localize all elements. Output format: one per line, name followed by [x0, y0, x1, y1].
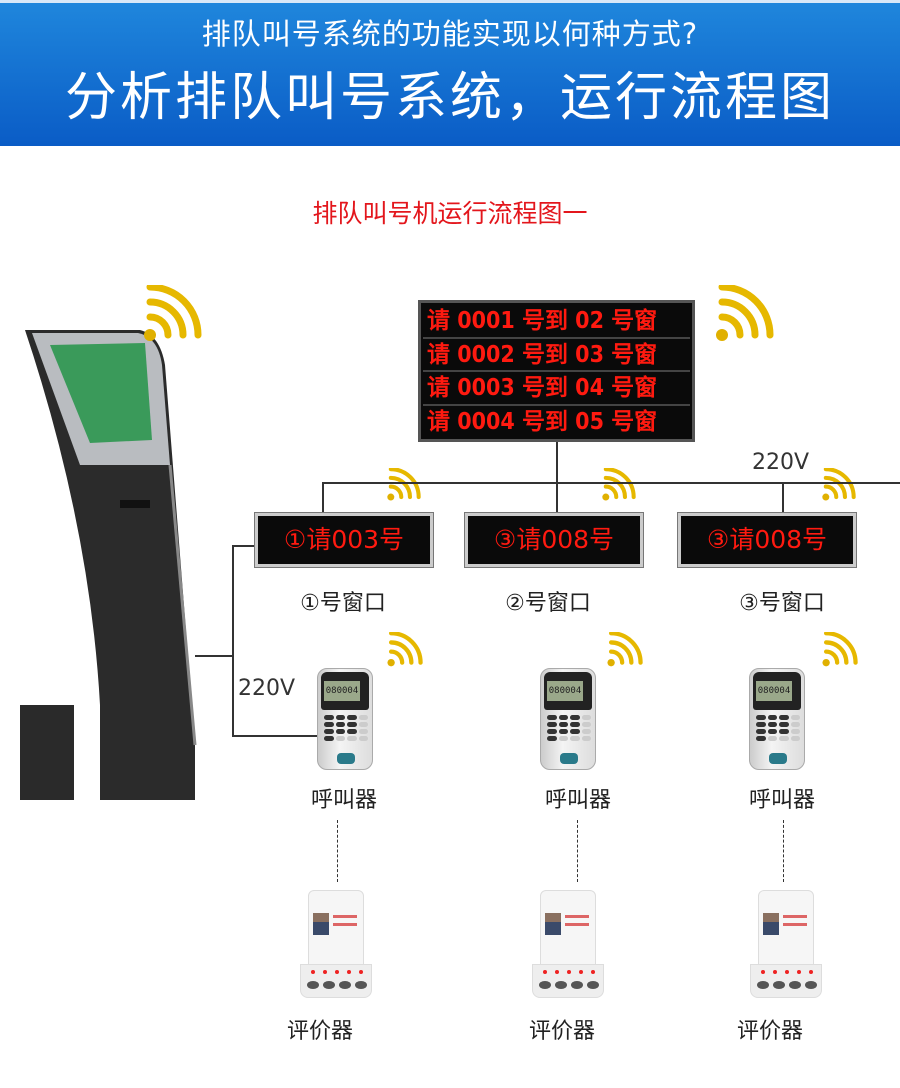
caller-lcd: 080004 [324, 681, 360, 701]
diagram-subtitle: 排队叫号机运行流程图一 [312, 199, 588, 228]
caller-device: 080004 [540, 668, 596, 770]
evaluator-device [300, 890, 372, 1000]
header-title: 分析排队叫号系统，运行流程图 [64, 68, 835, 128]
evaluator-device [532, 890, 604, 1000]
led-row: 请 0004 号到 05 号窗 [427, 408, 658, 435]
window-label-1: ①号窗口 [300, 591, 386, 616]
caller-lcd: 080004 [756, 681, 792, 701]
wire [322, 482, 324, 515]
header-banner: 排队叫号系统的功能实现以何种方式? 分析排队叫号系统，运行流程图 [0, 0, 900, 146]
wireless-signal-icon [605, 632, 643, 670]
header-question: 排队叫号系统的功能实现以何种方式? [201, 17, 699, 51]
evaluator-label: 评价器 [528, 1019, 595, 1044]
wireless-signal-icon [600, 468, 636, 504]
led-row: 请 0002 号到 03 号窗 [423, 339, 690, 372]
caller-label: 呼叫器 [748, 788, 815, 813]
wire [782, 482, 784, 515]
window-display-3: ③请008号 [677, 512, 857, 568]
wire [232, 735, 318, 737]
voltage-label: 220V [752, 450, 810, 475]
caller-label: 呼叫器 [544, 788, 611, 813]
wireless-signal-icon [820, 632, 858, 670]
evaluator-label: 评价器 [286, 1019, 353, 1044]
window-display-2: ③请008号 [464, 512, 644, 568]
wire [195, 655, 233, 657]
queue-ticket-kiosk [20, 330, 197, 800]
window-label-2: ②号窗口 [505, 591, 591, 616]
caller-label: 呼叫器 [310, 788, 377, 813]
caller-device: 080004 [749, 668, 805, 770]
wireless-signal-icon [712, 285, 774, 347]
wireless-signal-icon [385, 632, 423, 670]
wire [232, 545, 234, 735]
wireless-signal-icon [140, 285, 202, 347]
power-bus-wire [322, 482, 900, 484]
evaluator-label: 评价器 [736, 1019, 803, 1044]
caller-device: 080004 [317, 668, 373, 770]
wireless-link-line [783, 820, 784, 882]
led-row: 请 0003 号到 04 号窗 [423, 372, 690, 406]
wireless-link-line [337, 820, 338, 882]
wireless-link-line [577, 820, 578, 882]
evaluator-device [750, 890, 822, 1000]
led-row: 请 0001 号到 02 号窗 [423, 305, 690, 339]
window-label-3: ③号窗口 [739, 591, 825, 616]
wireless-signal-icon [820, 468, 856, 504]
window-display-1: ①请003号 [254, 512, 434, 568]
wire [556, 440, 558, 515]
wireless-signal-icon [385, 468, 421, 504]
caller-lcd: 080004 [547, 681, 583, 701]
wire [232, 545, 256, 547]
voltage-label: 220V [238, 676, 296, 701]
main-led-display: 请 0001 号到 02 号窗 请 0002 号到 03 号窗 请 0003 号… [418, 300, 695, 442]
